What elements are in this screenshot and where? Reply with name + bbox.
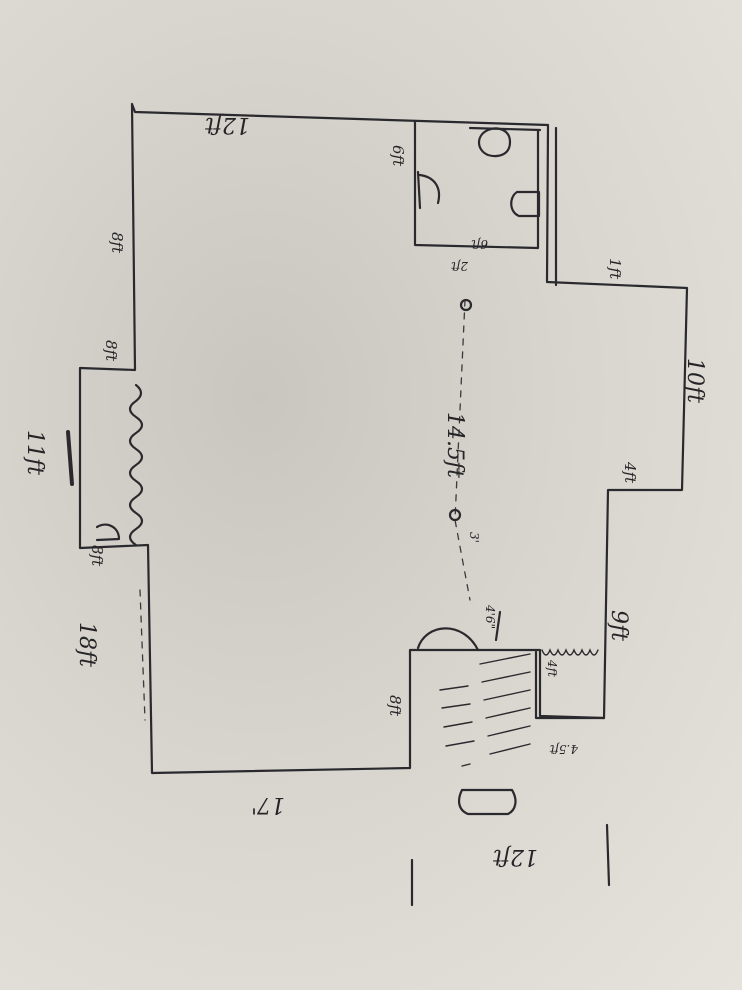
label-bath-bottom: 6ft (471, 237, 488, 251)
label-bay-left: 11ft (22, 430, 47, 475)
main-wall-outline (78, 102, 689, 775)
label-closet-inner: 4ft (545, 659, 559, 677)
closet-rod (541, 648, 599, 656)
label-center-span: 14.5ft (442, 412, 467, 478)
label-left-lower-wall: 18ft (74, 622, 99, 667)
label-east-wall: 10ft (682, 358, 707, 403)
ceiling-fixture-mid (448, 508, 462, 522)
label-bath-left: 6ft (389, 145, 407, 167)
label-bay-top: 8ft (102, 340, 120, 362)
bay-door-arc (95, 523, 121, 542)
stair-treads (439, 653, 531, 767)
label-lower-left-inner: 8ft (386, 695, 404, 717)
label-center-small: 3' (467, 532, 481, 543)
bay-marker (66, 430, 74, 486)
ceiling-fixture-top (459, 298, 473, 312)
label-top-wall: 12ft (205, 112, 250, 137)
bathroom-outline (413, 120, 558, 287)
stair-landing (457, 788, 517, 816)
label-lower-right-wall: 9ft (606, 610, 631, 641)
label-bath-gap: 2ft (451, 259, 469, 273)
label-top-left-wall: 8ft (108, 232, 126, 254)
sink-fixture (510, 190, 541, 218)
dash-center-line (454, 299, 471, 601)
label-closet-bottom: 4.5ft (549, 742, 579, 756)
closet-box (534, 650, 606, 720)
label-notch: 4ft (621, 461, 639, 484)
stair-rail-right (605, 823, 611, 887)
label-bottom-wall: 17' (251, 792, 285, 817)
bay-curtain (128, 383, 144, 547)
label-stair-bottom: 12ft (493, 844, 538, 869)
dash-left-wall (139, 589, 146, 721)
door-swing-arc (416, 610, 502, 652)
label-opening: 4'6" (483, 604, 497, 629)
tub-fixture (416, 170, 441, 210)
label-bay-bottom: 8ft (88, 545, 106, 567)
label-step-right: 1ft (606, 258, 624, 280)
toilet-fixture (468, 126, 542, 158)
